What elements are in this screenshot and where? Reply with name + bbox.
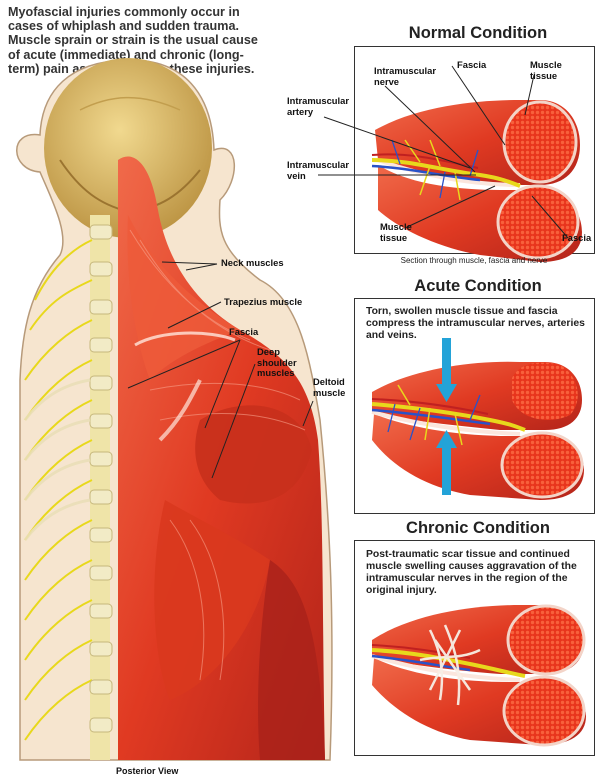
back-muscles	[118, 156, 325, 760]
title-normal-condition: Normal Condition	[408, 24, 548, 42]
title-chronic-condition: Chronic Condition	[406, 519, 550, 537]
label-fascia: Fascia	[229, 326, 259, 337]
acute-description: Torn, swollen muscle tissue and fascia c…	[366, 306, 585, 341]
label-neck-muscles: Neck muscles	[221, 257, 284, 268]
chronic-description: Post-traumatic scar tissue and continued…	[366, 549, 577, 596]
intro-text: Myofascial injuries commonly occur in ca…	[8, 5, 258, 76]
label-deltoid-muscle: Deltoid muscle	[313, 376, 346, 398]
skull	[44, 58, 212, 238]
label-intramuscular-vein: Intramuscular vein	[287, 159, 349, 181]
title-acute-condition: Acute Condition	[414, 277, 542, 295]
label-muscle-tissue-bottom: Muscle tissue	[380, 221, 412, 243]
posterior-body	[16, 58, 333, 761]
label-intramuscular-artery: Intramuscular artery	[287, 95, 349, 117]
caption-posterior-view: Posterior View	[116, 766, 179, 776]
label-deep-shoulder-muscles: Deep shoulder muscles	[257, 346, 297, 378]
spine	[23, 215, 113, 760]
label-fascia-top: Fascia	[457, 59, 487, 70]
label-muscle-tissue-top: Muscle tissue	[530, 59, 562, 81]
body-leader-lines	[127, 261, 314, 479]
label-intramuscular-nerve: Intramuscular nerve	[374, 65, 436, 87]
label-trapezius-muscle: Trapezius muscle	[224, 296, 303, 307]
caption-section: Section through muscle, fascia and nerve	[400, 256, 548, 265]
label-fascia-bottom: Fascia	[562, 232, 592, 243]
